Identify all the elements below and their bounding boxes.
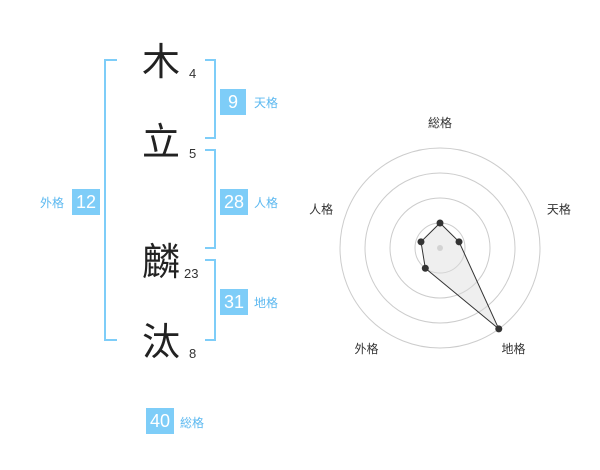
tenkaku-value: 9 — [220, 89, 246, 115]
radar-axis-label-1: 総格 — [428, 115, 452, 130]
name-char-4: 汰 — [142, 320, 181, 364]
gaikaku-label: 外格 — [40, 196, 65, 210]
name-char-3: 麟 — [142, 240, 181, 284]
stroke-count-3: 23 — [184, 266, 199, 281]
gaikaku-value: 12 — [72, 189, 100, 215]
radar-ring-2 — [389, 197, 491, 299]
jinkaku-value: 28 — [220, 189, 248, 215]
radar-axis-label-2: 天格 — [547, 201, 571, 216]
chikaku-value: 31 — [220, 289, 248, 315]
chikaku-label: 地格 — [254, 296, 279, 310]
radar-ring-4 — [339, 147, 541, 349]
radar-point-2 — [455, 238, 463, 246]
tenkaku-bracket — [205, 59, 216, 139]
stroke-count-4: 8 — [189, 346, 197, 361]
name-char-1: 木 — [142, 40, 181, 84]
name-char-2: 立 — [142, 120, 181, 164]
radar-polygon — [420, 222, 500, 330]
gaikaku-bracket — [104, 59, 117, 341]
radar-point-4 — [421, 264, 429, 272]
jinkaku-bracket — [205, 149, 216, 249]
stroke-count-1: 4 — [189, 66, 197, 81]
radar-point-1 — [436, 219, 444, 227]
radar-ring-3 — [364, 172, 516, 324]
radar-axis-label-4: 外格 — [355, 341, 379, 356]
tenkaku-label: 天格 — [254, 96, 279, 110]
stroke-count-2: 5 — [189, 146, 197, 161]
radar-point-3 — [495, 325, 503, 333]
radar-center — [437, 245, 443, 251]
jinkaku-label: 人格 — [254, 196, 279, 210]
radar-axis-label-3: 地格 — [501, 341, 525, 356]
soukaku-value: 40 — [146, 408, 174, 434]
radar-point-5 — [417, 238, 425, 246]
chikaku-bracket — [205, 259, 216, 341]
soukaku-label: 総格 — [180, 416, 205, 430]
radar-axis-label-5: 人格 — [309, 201, 333, 216]
